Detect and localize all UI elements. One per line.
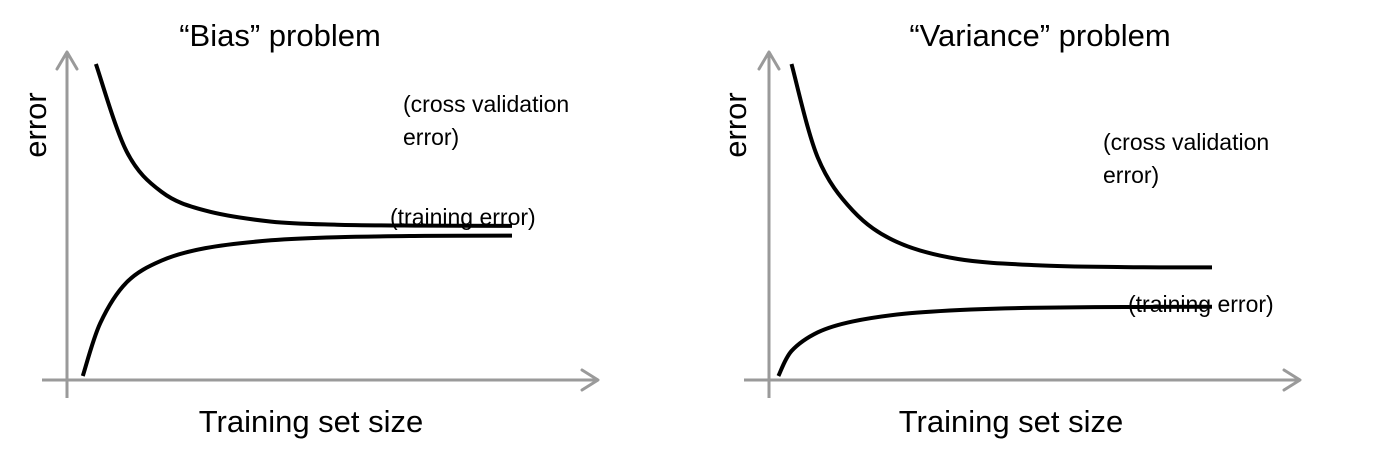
bias-y-axis-label: error xyxy=(18,92,53,157)
variance-problem-panel: “Variance” problem error Training set si… xyxy=(718,18,1302,439)
variance-chart-title: “Variance” problem xyxy=(909,18,1170,53)
bias-x-axis-arrow xyxy=(580,368,600,392)
variance-x-axis-label: Training set size xyxy=(899,404,1124,439)
bias-chart-title: “Bias” problem xyxy=(179,18,381,53)
bias-training-error-curve xyxy=(80,233,513,377)
variance-cv-error-curve xyxy=(789,63,1213,270)
variance-y-axis-label: error xyxy=(718,92,753,157)
variance-cv-error-label: (cross validation error) xyxy=(1103,129,1276,188)
bias-cv-error-label: (cross validation error) xyxy=(403,91,576,150)
variance-x-axis-arrow xyxy=(1282,368,1302,392)
bias-problem-panel: “Bias” problem error Training set size (… xyxy=(18,18,600,439)
bias-cv-error-label-line-2: error) xyxy=(403,124,459,150)
bias-x-axis-label: Training set size xyxy=(199,404,424,439)
variance-training-error-curve xyxy=(776,304,1213,377)
variance-training-error-label: (training error) xyxy=(1128,291,1274,317)
variance-cv-error-label-line-1: (cross validation xyxy=(1103,129,1269,155)
variance-cv-error-label-line-2: error) xyxy=(1103,162,1159,188)
bias-training-error-label: (training error) xyxy=(390,204,536,230)
bias-y-axis-arrow xyxy=(55,50,79,71)
bias-cv-error-label-line-1: (cross validation xyxy=(403,91,569,117)
bias-cv-error-curve xyxy=(94,63,513,228)
variance-y-axis-arrow xyxy=(757,50,781,71)
